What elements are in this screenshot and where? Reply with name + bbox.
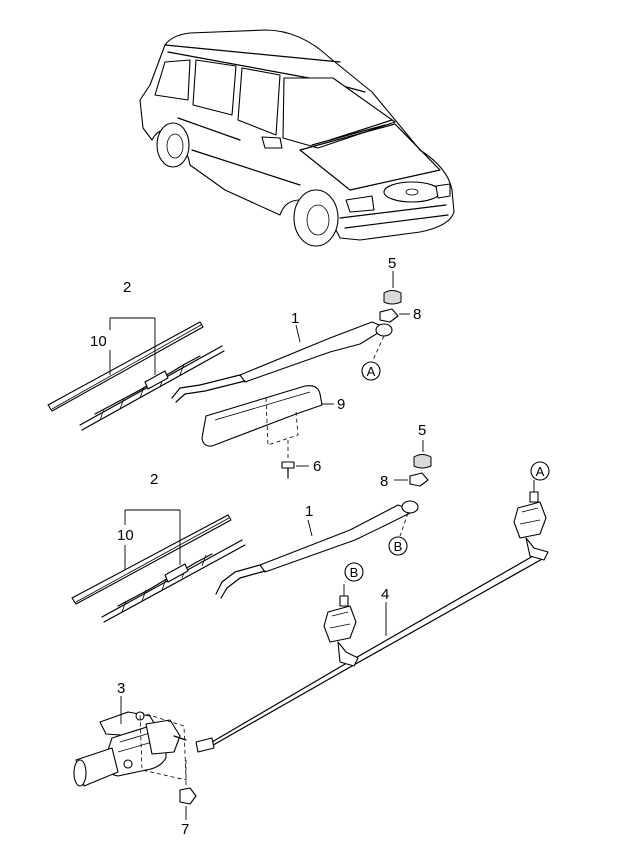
callout-arm-upper: 1 [291,310,299,327]
callout-cap-lower: 5 [418,422,426,439]
ref-label-linkage-b: B [350,565,359,580]
arm-nut-lower [394,472,429,487]
wiper-blade-upper [47,321,225,431]
leader-blade-lower [124,509,181,570]
vehicle-illustration [139,29,455,247]
callout-arm-lower: 1 [305,503,313,520]
callout-screw: 6 [313,458,321,475]
arm-nut-upper [379,308,410,323]
ref-marker-lower-b [388,536,408,556]
leader-blade-upper [109,317,156,375]
callout-nut-upper: 8 [413,306,421,323]
callout-cover: 9 [337,396,345,413]
ref-label-linkage-a: A [536,464,545,479]
callout-motor-nut: 7 [181,821,189,838]
ref-marker-upper-a [361,361,381,381]
callout-refill-lower: 10 [117,527,134,544]
callout-nut-lower: 8 [380,473,388,490]
ref-marker-linkage-a [530,461,550,481]
callout-blade-lower: 2 [150,471,158,488]
wiper-linkage [195,480,549,753]
callout-motor: 3 [117,680,125,697]
callout-blade-upper: 2 [123,279,131,296]
callout-refill-upper: 10 [90,333,107,350]
arm-cap-upper [383,271,402,305]
wiper-arm-lower [215,500,419,599]
ref-label-upper-a: A [367,364,376,379]
arm-cap-lower [413,440,432,469]
wiper-motor [73,696,187,790]
wiper-blade-lower [71,514,246,623]
motor-nut [179,787,197,820]
cover-screw [281,461,309,479]
wiper-arm-upper [171,321,393,403]
ref-marker-linkage-b [344,562,364,582]
callout-cap-upper: 5 [388,255,396,272]
callout-linkage: 4 [381,586,389,603]
cowl-cover [201,385,334,458]
ref-label-lower-b: B [394,539,403,554]
